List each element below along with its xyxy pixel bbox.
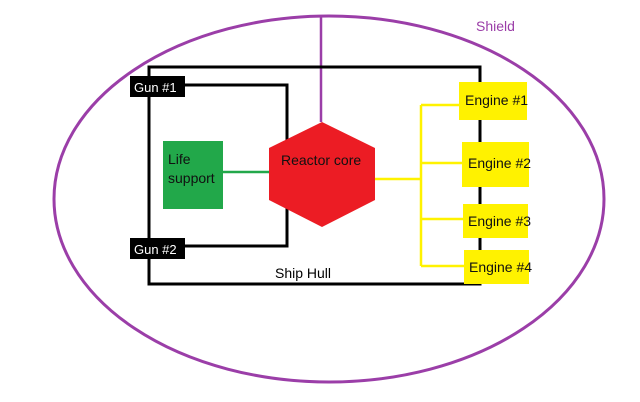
gun2-label: Gun #2 [134,242,177,257]
gun1-wiring [183,83,289,140]
engine2-block [462,142,529,187]
gun2-wiring [183,196,289,248]
ship-hull-label: Ship Hull [275,265,331,281]
life-support-block [163,141,223,209]
life-support-label-line1: Life [168,151,191,167]
gun1-block [130,76,185,97]
engine4-block [464,250,529,284]
engine4-label: Engine #4 [469,259,532,275]
engine3-label: Engine #3 [468,213,531,229]
engine2-label: Engine #2 [468,155,531,171]
shield-label: Shield [476,18,515,34]
life-support-label-line2: support [168,170,215,186]
engine3-block [463,204,528,238]
engine1-label: Engine #1 [465,92,528,108]
gun1-label: Gun #1 [134,80,177,95]
reactor-core-label: Reactor core [281,152,361,168]
engine1-block [459,82,527,120]
engine-wiring [375,103,466,268]
gun2-block [130,238,185,259]
shield-ellipse [52,14,606,384]
reactor-core [269,122,375,227]
